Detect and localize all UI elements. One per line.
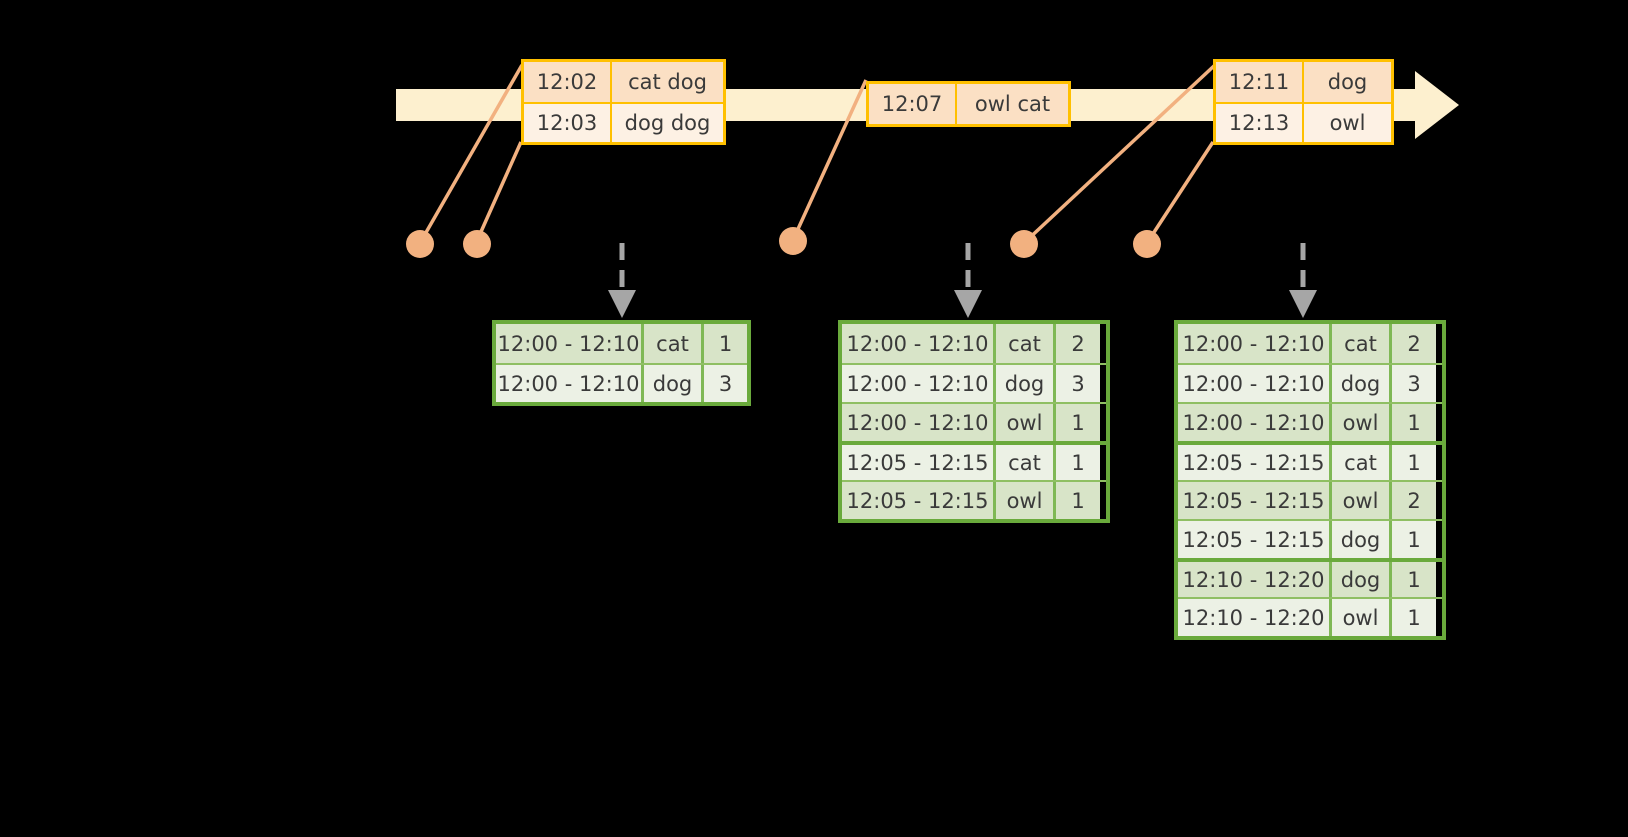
cell-window: 12:00 - 12:10	[842, 365, 996, 402]
event-dot	[779, 227, 807, 255]
event-row: 12:11 dog	[1216, 62, 1391, 102]
table-row: 12:00 - 12:10 dog 3	[842, 363, 1106, 402]
cell-count: 1	[1392, 599, 1436, 636]
table-row: 12:05 - 12:15 cat 1	[1178, 441, 1442, 480]
event-group-1: 12:02 cat dog 12:03 dog dog	[521, 59, 726, 145]
cell-word: dog	[1332, 521, 1392, 558]
cell-count: 2	[1392, 482, 1436, 519]
cell-count: 1	[1056, 482, 1100, 519]
cell-word: owl	[996, 482, 1056, 519]
result-table-1: 12:00 - 12:10 cat 1 12:00 - 12:10 dog 3	[492, 320, 751, 406]
cell-count: 3	[1056, 365, 1100, 402]
cell-count: 3	[1392, 365, 1436, 402]
table-row: 12:05 - 12:15 owl 2	[1178, 480, 1442, 519]
event-row: 12:07 owl cat	[869, 84, 1068, 124]
table-row: 12:00 - 12:10 cat 2	[842, 324, 1106, 363]
cell-word: dog	[644, 365, 704, 402]
table-row: 12:05 - 12:15 owl 1	[842, 480, 1106, 519]
event-dot	[1010, 230, 1038, 258]
cell-word: owl	[1332, 482, 1392, 519]
event-words: dog dog	[612, 104, 723, 142]
cell-count: 1	[1392, 521, 1436, 558]
result-table-3: 12:00 - 12:10 cat 2 12:00 - 12:10 dog 3 …	[1174, 320, 1446, 640]
cell-count: 1	[1056, 445, 1100, 480]
cell-word: dog	[1332, 365, 1392, 402]
cell-count: 1	[1392, 445, 1436, 480]
cell-word: owl	[1332, 599, 1392, 636]
event-time: 12:07	[869, 84, 957, 124]
arrowhead-down-icon	[954, 290, 982, 318]
cell-window: 12:05 - 12:15	[1178, 521, 1332, 558]
event-words: dog	[1304, 62, 1391, 102]
table-row: 12:00 - 12:10 cat 1	[496, 324, 747, 363]
cell-window: 12:00 - 12:10	[1178, 324, 1332, 363]
table-row: 12:00 - 12:10 owl 1	[842, 402, 1106, 441]
event-time: 12:03	[524, 104, 612, 142]
event-row: 12:03 dog dog	[524, 102, 723, 142]
event-group-3: 12:11 dog 12:13 owl	[1213, 59, 1394, 145]
table-row: 12:10 - 12:20 dog 1	[1178, 558, 1442, 597]
cell-count: 1	[1056, 404, 1100, 441]
arrowhead-down-icon	[608, 290, 636, 318]
cell-word: cat	[1332, 324, 1392, 363]
cell-window: 12:00 - 12:10	[1178, 404, 1332, 441]
event-time: 12:02	[524, 62, 612, 102]
cell-count: 2	[1056, 324, 1100, 363]
cell-window: 12:00 - 12:10	[842, 324, 996, 363]
event-dot	[406, 230, 434, 258]
cell-window: 12:05 - 12:15	[842, 445, 996, 480]
table-row: 12:00 - 12:10 cat 2	[1178, 324, 1442, 363]
cell-word: cat	[996, 324, 1056, 363]
cell-word: dog	[996, 365, 1056, 402]
cell-word: cat	[1332, 445, 1392, 480]
timeline-arrow-icon	[1415, 71, 1459, 139]
cell-word: owl	[1332, 404, 1392, 441]
cell-word: cat	[996, 445, 1056, 480]
cell-count: 3	[704, 365, 747, 402]
cell-count: 2	[1392, 324, 1436, 363]
cell-window: 12:05 - 12:15	[1178, 445, 1332, 480]
table-row: 12:00 - 12:10 dog 3	[496, 363, 747, 402]
event-dot	[463, 230, 491, 258]
cell-window: 12:10 - 12:20	[1178, 562, 1332, 597]
cell-count: 1	[1392, 562, 1436, 597]
event-words: cat dog	[612, 62, 723, 102]
table-row: 12:00 - 12:10 dog 3	[1178, 363, 1442, 402]
cell-window: 12:05 - 12:15	[1178, 482, 1332, 519]
cell-word: owl	[996, 404, 1056, 441]
table-row: 12:05 - 12:15 cat 1	[842, 441, 1106, 480]
event-words: owl cat	[957, 84, 1068, 124]
cell-window: 12:00 - 12:10	[1178, 365, 1332, 402]
cell-window: 12:00 - 12:10	[496, 365, 644, 402]
table-row: 12:05 - 12:15 dog 1	[1178, 519, 1442, 558]
table-row: 12:10 - 12:20 owl 1	[1178, 597, 1442, 636]
event-words: owl	[1304, 104, 1391, 142]
cell-window: 12:05 - 12:15	[842, 482, 996, 519]
event-time: 12:11	[1216, 62, 1304, 102]
cell-count: 1	[704, 324, 747, 363]
cell-window: 12:10 - 12:20	[1178, 599, 1332, 636]
cell-window: 12:00 - 12:10	[842, 404, 996, 441]
result-table-2: 12:00 - 12:10 cat 2 12:00 - 12:10 dog 3 …	[838, 320, 1110, 523]
cell-count: 1	[1392, 404, 1436, 441]
event-dot	[1133, 230, 1161, 258]
cell-window: 12:00 - 12:10	[496, 324, 644, 363]
cell-word: cat	[644, 324, 704, 363]
table-row: 12:00 - 12:10 owl 1	[1178, 402, 1442, 441]
event-time: 12:13	[1216, 104, 1304, 142]
event-row: 12:13 owl	[1216, 102, 1391, 142]
cell-word: dog	[1332, 562, 1392, 597]
event-group-2: 12:07 owl cat	[866, 81, 1071, 127]
arrowhead-down-icon	[1289, 290, 1317, 318]
event-row: 12:02 cat dog	[524, 62, 723, 102]
